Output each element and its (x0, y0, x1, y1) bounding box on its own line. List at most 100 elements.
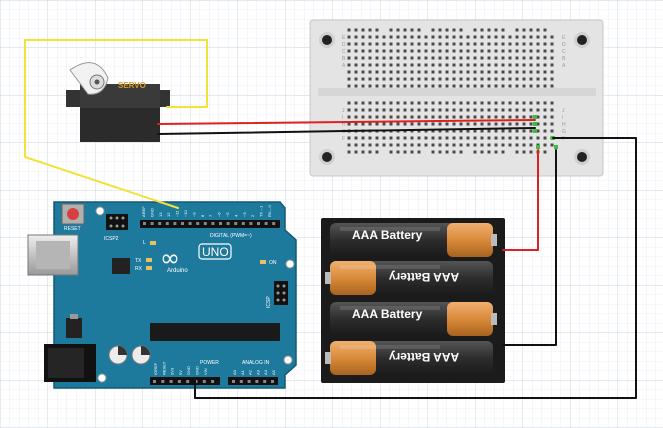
breadboard-hole[interactable] (361, 28, 365, 32)
breadboard-hole[interactable] (389, 108, 393, 112)
breadboard-hole[interactable] (431, 143, 435, 147)
breadboard-hole[interactable] (522, 28, 526, 32)
breadboard-hole[interactable] (473, 108, 477, 112)
breadboard-hole[interactable] (382, 42, 386, 46)
red-battery-wire[interactable] (502, 149, 539, 251)
breadboard-hole[interactable] (473, 35, 477, 39)
breadboard-hole[interactable] (487, 136, 491, 140)
breadboard-hole[interactable] (529, 101, 533, 105)
breadboard-hole[interactable] (361, 108, 365, 112)
breadboard-hole[interactable] (543, 143, 547, 147)
breadboard-hole[interactable] (438, 84, 442, 88)
breadboard-hole[interactable] (536, 115, 540, 119)
breadboard-hole[interactable] (361, 56, 365, 60)
breadboard-hole[interactable] (515, 129, 519, 133)
breadboard-hole[interactable] (501, 28, 505, 32)
breadboard-hole[interactable] (410, 84, 414, 88)
breadboard-hole[interactable] (466, 136, 470, 140)
breadboard-hole[interactable] (480, 28, 484, 32)
breadboard-hole[interactable] (480, 84, 484, 88)
breadboard-hole[interactable] (389, 70, 393, 74)
black-arduino-ground-wire[interactable] (194, 137, 637, 399)
breadboard-hole[interactable] (445, 49, 449, 53)
breadboard-hole[interactable] (382, 35, 386, 39)
breadboard-hole[interactable] (543, 42, 547, 46)
breadboard-hole[interactable] (473, 63, 477, 67)
breadboard-hole[interactable] (438, 129, 442, 133)
breadboard-hole[interactable] (354, 70, 358, 74)
breadboard-hole[interactable] (445, 101, 449, 105)
breadboard-hole[interactable] (354, 42, 358, 46)
breadboard-hole[interactable] (452, 49, 456, 53)
breadboard-hole[interactable] (438, 49, 442, 53)
breadboard-hole[interactable] (508, 56, 512, 60)
breadboard-hole[interactable] (452, 63, 456, 67)
breadboard-hole[interactable] (466, 122, 470, 126)
breadboard-hole[interactable] (452, 143, 456, 147)
breadboard-hole[interactable] (347, 77, 351, 81)
header-pin[interactable] (263, 380, 267, 383)
breadboard-hole[interactable] (529, 115, 533, 119)
breadboard-hole[interactable] (445, 129, 449, 133)
breadboard-hole[interactable] (354, 84, 358, 88)
breadboard-hole[interactable] (424, 49, 428, 53)
breadboard-hole[interactable] (508, 77, 512, 81)
breadboard-hole[interactable] (410, 143, 414, 147)
breadboard-hole[interactable] (494, 70, 498, 74)
breadboard-hole[interactable] (424, 84, 428, 88)
breadboard-hole[interactable] (543, 115, 547, 119)
breadboard-hole[interactable] (403, 42, 407, 46)
breadboard-hole[interactable] (431, 56, 435, 60)
header-pin[interactable] (202, 380, 206, 383)
breadboard-hole[interactable] (382, 70, 386, 74)
breadboard-hole[interactable] (452, 42, 456, 46)
breadboard-hole[interactable] (480, 35, 484, 39)
breadboard-hole[interactable] (522, 150, 526, 154)
breadboard-hole[interactable] (466, 63, 470, 67)
breadboard-hole[interactable] (522, 63, 526, 67)
breadboard-hole[interactable] (417, 150, 421, 154)
header-pin[interactable] (226, 222, 230, 225)
breadboard-hole[interactable] (522, 35, 526, 39)
breadboard-hole[interactable] (438, 35, 442, 39)
breadboard-hole[interactable] (473, 42, 477, 46)
breadboard-hole[interactable] (480, 129, 484, 133)
breadboard-hole[interactable] (508, 49, 512, 53)
breadboard-hole[interactable] (410, 49, 414, 53)
breadboard-hole[interactable] (494, 63, 498, 67)
breadboard-hole[interactable] (382, 56, 386, 60)
breadboard-hole[interactable] (424, 56, 428, 60)
breadboard-hole[interactable] (536, 35, 540, 39)
breadboard-hole[interactable] (403, 70, 407, 74)
breadboard-hole[interactable] (431, 49, 435, 53)
breadboard-hole[interactable] (536, 28, 540, 32)
breadboard-hole[interactable] (473, 28, 477, 32)
breadboard-hole[interactable] (410, 70, 414, 74)
header-pin[interactable] (241, 222, 245, 225)
breadboard-hole[interactable] (501, 77, 505, 81)
header-pin[interactable] (177, 380, 181, 383)
breadboard-hole[interactable] (417, 122, 421, 126)
breadboard-hole[interactable] (382, 49, 386, 53)
breadboard-hole[interactable] (389, 101, 393, 105)
breadboard-hole[interactable] (452, 56, 456, 60)
breadboard-hole[interactable] (550, 63, 554, 67)
breadboard-hole[interactable] (501, 84, 505, 88)
breadboard-hole[interactable] (375, 42, 379, 46)
header-pin[interactable] (255, 380, 259, 383)
breadboard-hole[interactable] (466, 35, 470, 39)
breadboard-hole[interactable] (529, 136, 533, 140)
breadboard-hole[interactable] (424, 122, 428, 126)
breadboard-hole[interactable] (508, 101, 512, 105)
breadboard-hole[interactable] (431, 108, 435, 112)
breadboard-hole[interactable] (459, 122, 463, 126)
breadboard-hole[interactable] (529, 122, 533, 126)
breadboard-hole[interactable] (550, 108, 554, 112)
breadboard-hole[interactable] (375, 77, 379, 81)
breadboard-hole[interactable] (515, 101, 519, 105)
breadboard-hole[interactable] (438, 77, 442, 81)
breadboard-hole[interactable] (431, 77, 435, 81)
breadboard-hole[interactable] (480, 77, 484, 81)
breadboard-hole[interactable] (501, 63, 505, 67)
